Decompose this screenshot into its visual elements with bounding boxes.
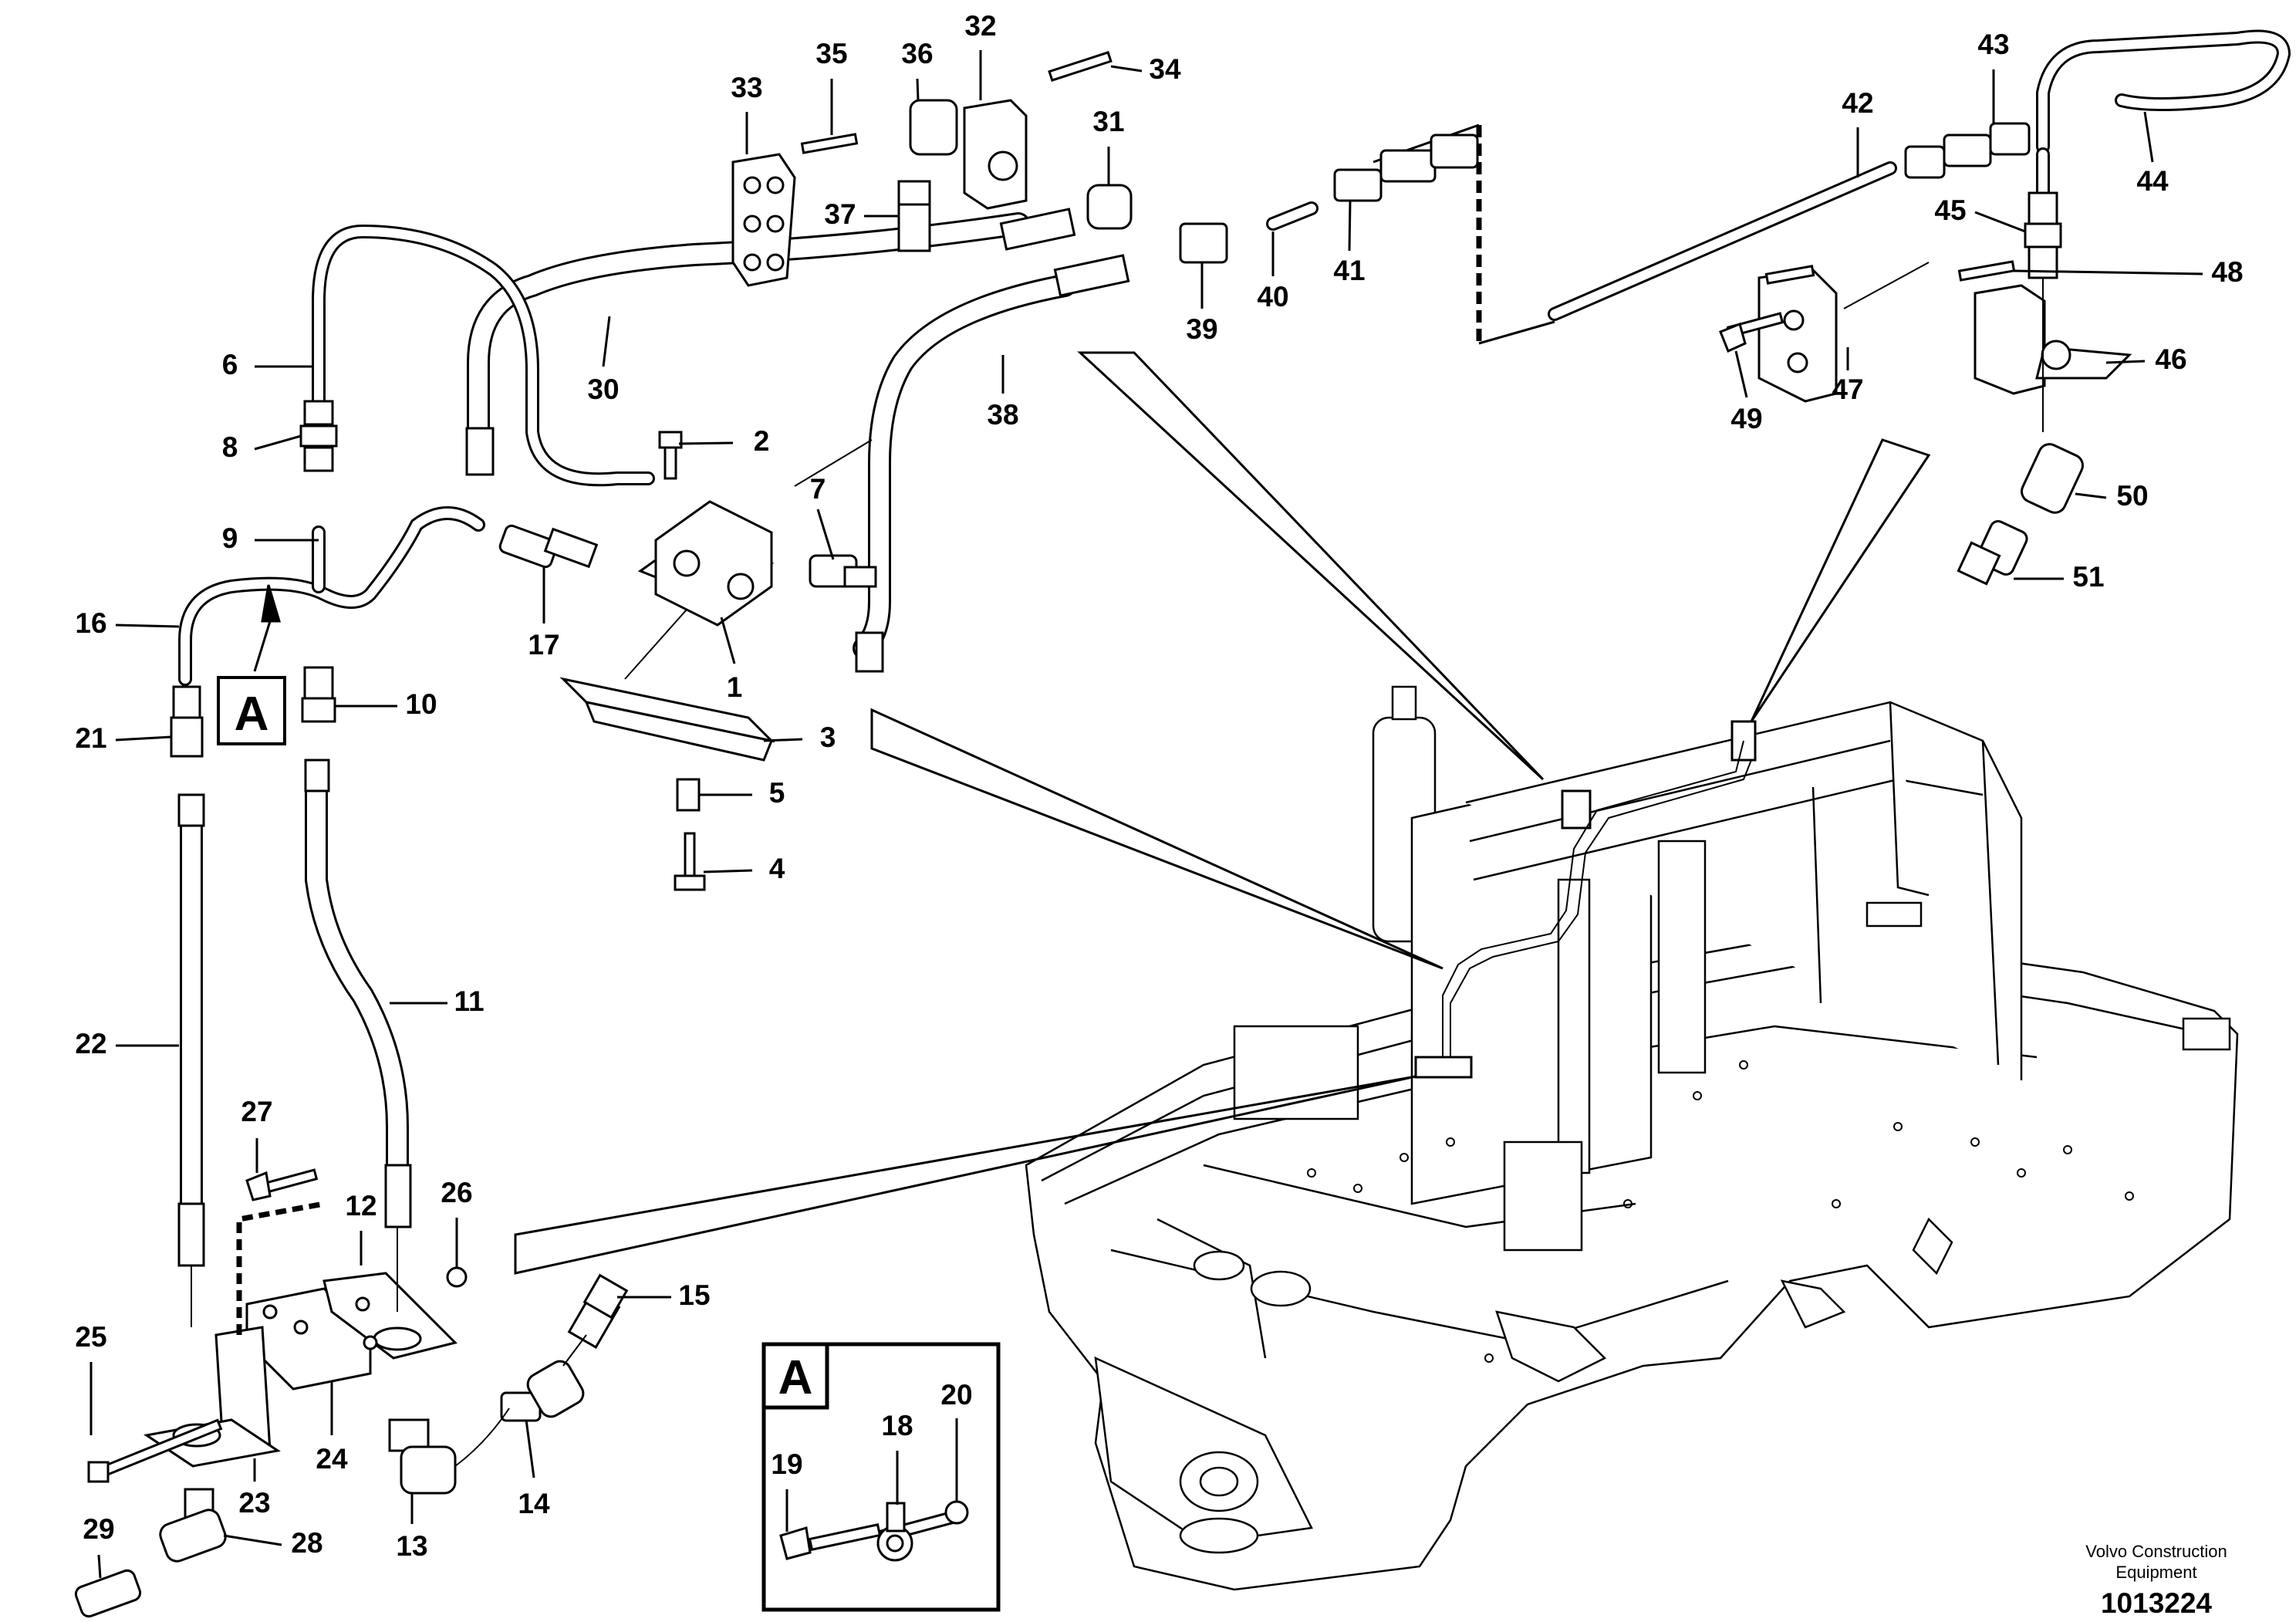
leader-line-36: [916, 78, 920, 101]
leader-line-50: [2075, 492, 2107, 499]
callout-35: 35: [815, 38, 847, 69]
frame-holes: [1307, 1060, 2134, 1363]
callout-41: 41: [1333, 255, 1365, 286]
section-marker-letter: A: [235, 688, 269, 741]
callout-27: 27: [241, 1096, 272, 1127]
leader-line-8: [254, 434, 302, 451]
leader-line-29: [97, 1554, 102, 1579]
callout-15: 15: [678, 1279, 710, 1311]
callout-37: 37: [824, 198, 856, 230]
callout-24: 24: [316, 1443, 348, 1475]
callout-10: 10: [405, 688, 437, 720]
brand-line-1: Volvo Construction: [2085, 1542, 2227, 1561]
leader-line-46: [2105, 360, 2146, 364]
callout-49: 49: [1730, 403, 1762, 434]
callout-51: 51: [2072, 561, 2104, 593]
callout-14: 14: [518, 1488, 550, 1519]
callout-34: 34: [1149, 53, 1181, 85]
leader-line-2: [678, 441, 734, 445]
callout-46: 46: [2155, 343, 2186, 375]
leader-line-1: [720, 617, 736, 664]
view-callout-wedges: [514, 123, 1931, 1275]
leader-line-44: [2143, 111, 2154, 163]
callout-32: 32: [964, 10, 996, 42]
callout-8: 8: [222, 431, 238, 463]
title-block: Volvo Construction Equipment 1013224: [2085, 1542, 2227, 1619]
callout-47: 47: [1832, 373, 1863, 405]
callout-6: 6: [222, 349, 238, 380]
callout-29: 29: [83, 1513, 114, 1545]
leader-line-3: [763, 738, 803, 742]
callout-3: 3: [820, 721, 836, 753]
callout-36: 36: [901, 38, 933, 69]
callout-45: 45: [1934, 194, 1966, 226]
machine-frame: [1025, 685, 2239, 1591]
callout-42: 42: [1842, 87, 1873, 119]
callout-11: 11: [454, 985, 484, 1017]
callout-labels: 1234567891011121314151617181920212223242…: [75, 10, 2244, 1579]
leader-line-14: [525, 1419, 535, 1478]
callout-20: 20: [940, 1379, 972, 1411]
leader-line-21: [115, 735, 172, 742]
fittings: [74, 51, 2132, 1618]
hose-routing: [178, 29, 2291, 1215]
callout-5: 5: [769, 777, 785, 809]
callout-19: 19: [771, 1448, 802, 1480]
leader-line-45: [1974, 211, 2026, 233]
callout-31: 31: [1092, 106, 1124, 137]
callout-33: 33: [731, 72, 762, 103]
callout-4: 4: [769, 853, 785, 884]
callout-18: 18: [881, 1410, 913, 1441]
leader-line-49: [1734, 350, 1748, 398]
callout-22: 22: [75, 1028, 106, 1059]
callout-17: 17: [528, 629, 559, 661]
leader-line-48: [2013, 269, 2203, 275]
callout-39: 39: [1186, 313, 1217, 345]
leader-line-30: [602, 316, 611, 367]
callout-7: 7: [810, 473, 826, 505]
callout-38: 38: [987, 399, 1018, 431]
leader-line-34: [1110, 65, 1143, 73]
callout-21: 21: [75, 722, 106, 754]
callout-12: 12: [345, 1190, 376, 1222]
detail-view-label: A: [778, 1351, 813, 1404]
callout-50: 50: [2116, 480, 2148, 512]
callout-48: 48: [2211, 256, 2243, 288]
callout-28: 28: [291, 1527, 322, 1559]
callout-30: 30: [587, 373, 619, 405]
callout-40: 40: [1257, 281, 1288, 313]
callout-43: 43: [1977, 29, 2009, 60]
callout-23: 23: [238, 1487, 270, 1519]
callout-26: 26: [441, 1177, 472, 1208]
callout-2: 2: [754, 425, 770, 457]
callout-9: 9: [222, 522, 238, 554]
leader-line-7: [816, 509, 835, 560]
detail-view-a: A: [761, 1342, 1001, 1612]
callout-44: 44: [2136, 165, 2169, 197]
leader-line-4: [703, 869, 753, 874]
callout-25: 25: [75, 1321, 106, 1353]
callout-13: 13: [396, 1530, 427, 1562]
leader-line-16: [115, 623, 180, 628]
section-marker-a: A: [217, 584, 286, 745]
brand-line-2: Equipment: [2115, 1563, 2196, 1582]
callout-16: 16: [75, 607, 106, 639]
leader-line-28: [223, 1534, 282, 1546]
callout-1: 1: [727, 671, 743, 703]
leader-line-41: [1348, 200, 1352, 252]
drawing-number: 1013224: [2101, 1587, 2212, 1619]
